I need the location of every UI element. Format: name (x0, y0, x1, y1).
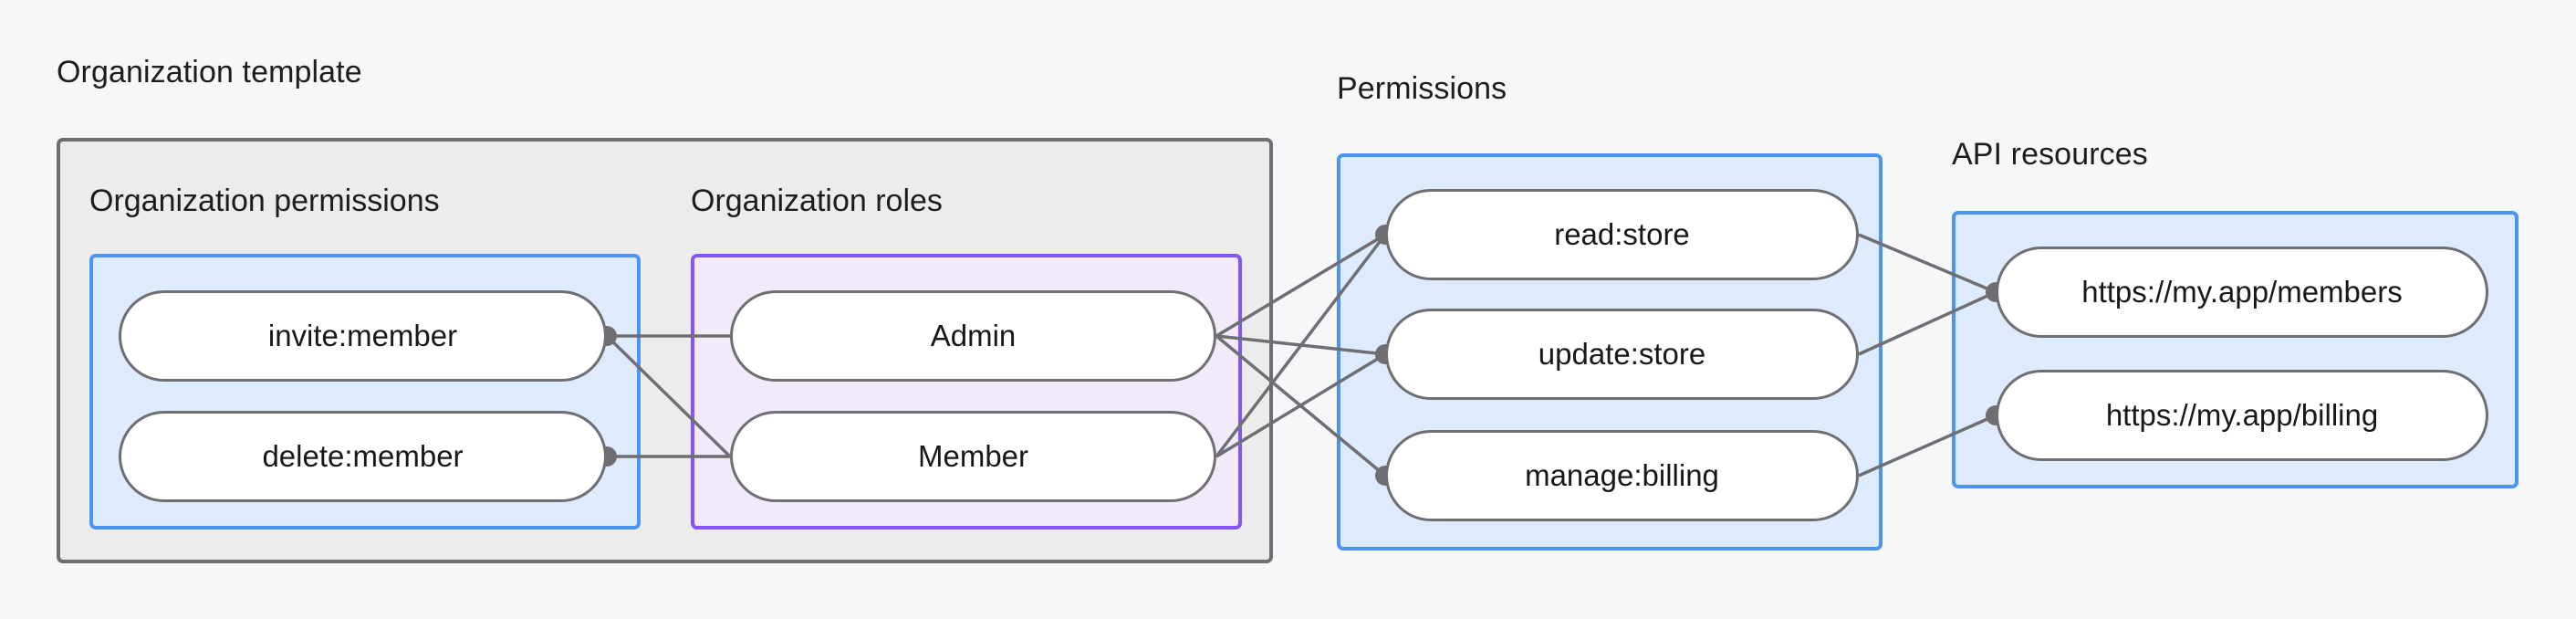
permissions-label: Permissions (1337, 71, 1507, 106)
node-members-url[interactable]: https://my.app/members (1996, 247, 2488, 338)
node-update-store[interactable]: update:store (1385, 309, 1859, 400)
node-manage-billing[interactable]: manage:billing (1385, 430, 1859, 521)
node-members-url-label: https://my.app/members (2081, 275, 2403, 309)
organization-roles-label: Organization roles (691, 184, 943, 218)
node-invite-member[interactable]: invite:member (119, 290, 607, 382)
organization-template-label: Organization template (57, 55, 362, 89)
organization-permissions-label: Organization permissions (89, 184, 440, 218)
node-update-store-label: update:store (1538, 337, 1706, 371)
node-member[interactable]: Member (730, 411, 1216, 502)
node-member-label: Member (917, 439, 1029, 473)
node-delete-member[interactable]: delete:member (119, 411, 607, 502)
node-admin-label: Admin (930, 319, 1017, 352)
node-invite-member-label: invite:member (267, 319, 458, 352)
node-delete-member-label: delete:member (262, 439, 464, 473)
node-billing-url-label: https://my.app/billing (2105, 398, 2379, 432)
node-billing-url[interactable]: https://my.app/billing (1996, 370, 2488, 461)
node-manage-billing-label: manage:billing (1525, 458, 1719, 492)
api-resources-label: API resources (1952, 137, 2148, 172)
node-read-store-label: read:store (1554, 217, 1690, 251)
node-admin[interactable]: Admin (730, 290, 1216, 382)
node-read-store[interactable]: read:store (1385, 189, 1859, 280)
